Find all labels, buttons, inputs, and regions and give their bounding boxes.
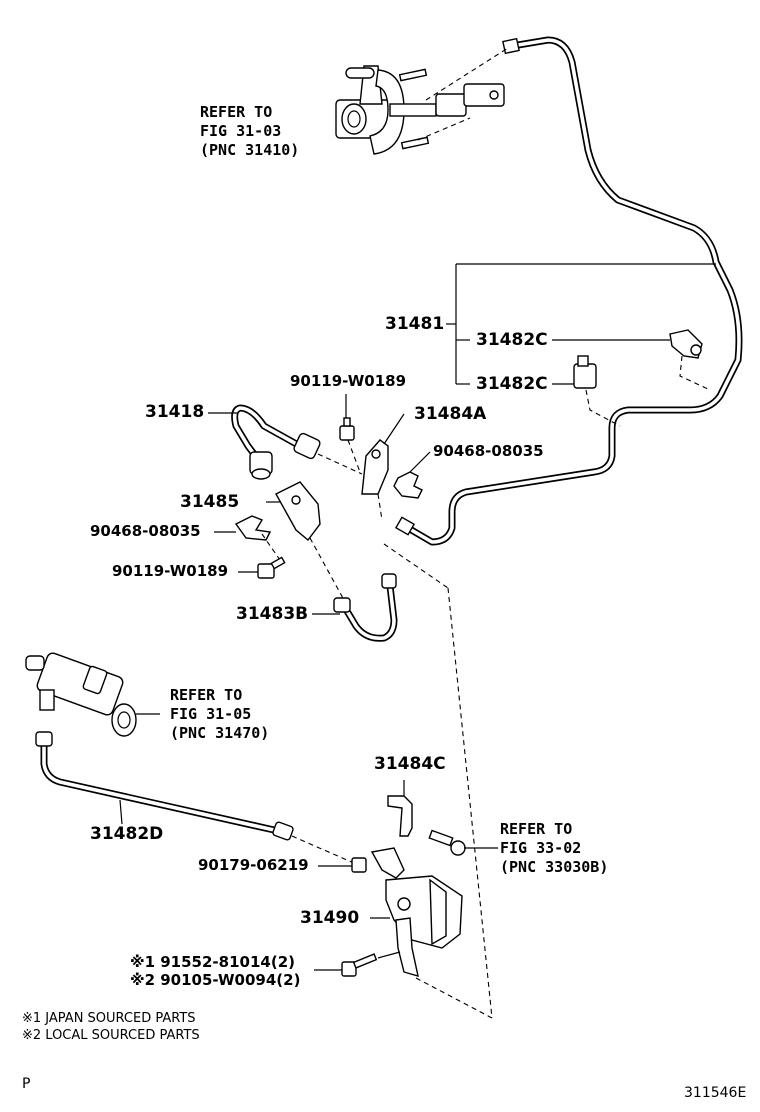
pedal-bracket-31490: [370, 847, 463, 977]
bolt-90119-top: [339, 394, 361, 473]
label-31482C-lower: 31482C: [476, 374, 548, 394]
bolt-91552: [314, 951, 401, 977]
bracket-31484C: [387, 780, 413, 837]
clip-90468-left: [214, 515, 281, 561]
release-cylinder: [25, 652, 160, 737]
label-31418: 31418: [145, 402, 205, 422]
leader-31481: [446, 263, 716, 385]
label-90468-left: 90468-08035: [90, 522, 201, 540]
label-31483B: 31483B: [236, 604, 309, 624]
refer-release-line2: FIG 31-05: [170, 705, 252, 723]
refer-master-line1: REFER TO: [200, 103, 273, 121]
label-90119-top: 90119-W0189: [290, 372, 407, 390]
refer-pedal-line3: (PNC 33030B): [500, 858, 609, 876]
page-mark: P: [22, 1076, 31, 1092]
label-91552: ※1 91552-81014(2): [130, 953, 295, 971]
label-90119-bottom: 90119-W0189: [112, 562, 229, 580]
refer-pedal-line2: FIG 33-02: [500, 839, 582, 857]
refer-master-cylinder: REFER TO FIG 31-03 (PNC 31410): [200, 103, 299, 160]
refer-release-line1: REFER TO: [170, 686, 243, 704]
pipe-31481: [394, 36, 743, 546]
bolt-90119-bottom: [238, 556, 286, 579]
nut-90179: [318, 857, 367, 873]
refer-release-cylinder: REFER TO FIG 31-05 (PNC 31470): [170, 686, 269, 743]
refer-release-line3: (PNC 31470): [170, 724, 270, 742]
refer-master-line3: (PNC 31410): [200, 141, 300, 159]
tube-31483B: [312, 573, 398, 642]
clip-90468-right: [393, 451, 431, 499]
label-31484C: 31484C: [374, 754, 446, 774]
label-90468-right: 90468-08035: [433, 442, 544, 460]
bolt-pedal: [428, 829, 498, 856]
clamp-31482C-upper: [669, 329, 711, 391]
dashed-guide: [383, 543, 493, 1019]
refer-master-line2: FIG 31-03: [200, 122, 282, 140]
label-31484A: 31484A: [414, 404, 487, 424]
label-31485: 31485: [180, 492, 240, 512]
bracket-31484A: [361, 413, 405, 521]
clamp-31482C-lower: [573, 355, 621, 427]
hose-31418: [208, 404, 363, 480]
label-90105: ※2 90105-W0094(2): [130, 971, 301, 989]
note-japan-sourced: ※1 JAPAN SOURCED PARTS: [22, 1011, 196, 1026]
label-31482C-upper: 31482C: [476, 330, 548, 350]
figure-id: 311546E: [684, 1085, 747, 1101]
label-31490: 31490: [300, 908, 360, 928]
note-local-sourced: ※2 LOCAL SOURCED PARTS: [22, 1028, 200, 1043]
master-cylinder: [335, 47, 509, 155]
refer-pedal: REFER TO FIG 33-02 (PNC 33030B): [500, 820, 608, 877]
bracket-31485: [266, 481, 345, 601]
label-31482D: 31482D: [90, 824, 164, 844]
label-31481: 31481: [385, 314, 445, 334]
refer-pedal-line1: REFER TO: [500, 820, 573, 838]
label-90179: 90179-06219: [198, 856, 309, 874]
tube-31482D: [35, 731, 357, 865]
